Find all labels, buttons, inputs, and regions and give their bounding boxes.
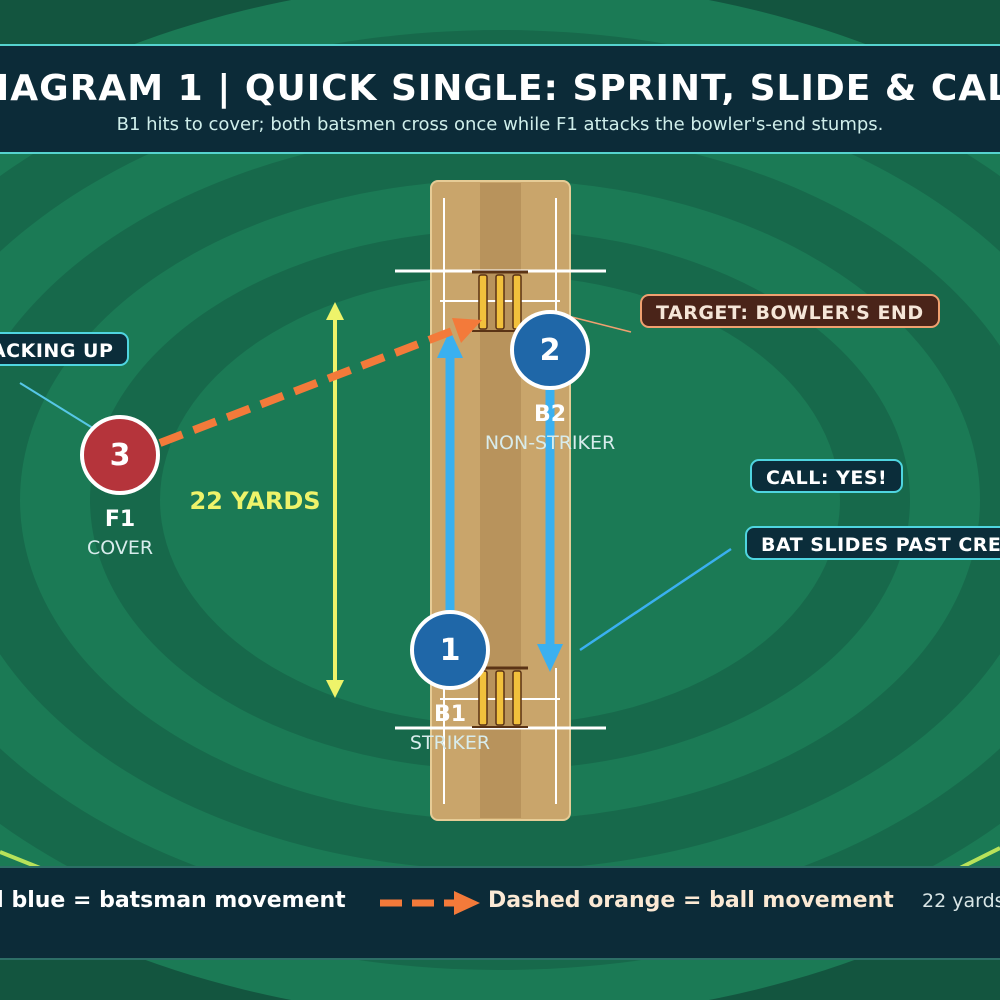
- player-role: NON-STRIKER: [485, 432, 615, 454]
- header-banner: DIAGRAM 1 | QUICK SINGLE: SPRINT, SLIDE …: [0, 44, 1000, 154]
- arrow-down-icon: [537, 644, 563, 672]
- ball-path-arrow: [158, 318, 482, 447]
- bat-slide-leader-line: [579, 547, 732, 652]
- stumps-icon: [472, 270, 528, 332]
- player-f1[interactable]: 3 F1 COVER: [80, 415, 160, 559]
- player-number: 2: [540, 333, 561, 368]
- player-b2[interactable]: 2 B2 NON-STRIKER: [485, 310, 615, 454]
- legend-batsman-text: Solid blue = batsman movement: [0, 888, 346, 913]
- player-number: 3: [110, 438, 131, 473]
- stumps-icon: [472, 666, 528, 728]
- arrow-right-icon: [452, 318, 482, 343]
- backing-up-callout: BACKING UP: [0, 332, 130, 366]
- arrow-up-icon: [326, 302, 344, 320]
- player-code: B2: [534, 402, 566, 427]
- player-code: B1: [434, 702, 466, 727]
- measure-label: 22 YARDS: [189, 487, 320, 515]
- legend-ball-text: Dashed orange = ball movement: [488, 888, 894, 913]
- call-callout: CALL: YES!: [750, 459, 904, 493]
- left-leader-line: [19, 382, 97, 431]
- bat-slide-callout: BAT SLIDES PAST CREASE: [745, 526, 1000, 560]
- player-code: F1: [105, 507, 135, 532]
- player-role: COVER: [87, 537, 153, 559]
- player-number: 1: [440, 633, 461, 668]
- target-callout: TARGET: BOWLER'S END: [640, 294, 940, 328]
- arrow-down-icon: [326, 680, 344, 698]
- page-title: DIAGRAM 1 | QUICK SINGLE: SPRINT, SLIDE …: [0, 68, 1000, 109]
- arrow-up-icon: [437, 330, 463, 358]
- player-b1[interactable]: 1 B1 STRIKER: [410, 610, 490, 754]
- dashed-arrow-icon: [380, 891, 480, 915]
- legend-note: 22 yards: [922, 890, 1000, 912]
- legend-bar: Solid blue = batsman movement Dashed ora…: [0, 866, 1000, 960]
- page-subtitle: B1 hits to cover; both batsmen cross onc…: [116, 114, 884, 135]
- b1-run-arrow: [437, 330, 463, 612]
- player-role: STRIKER: [410, 732, 490, 754]
- b2-run-arrow: [537, 390, 563, 672]
